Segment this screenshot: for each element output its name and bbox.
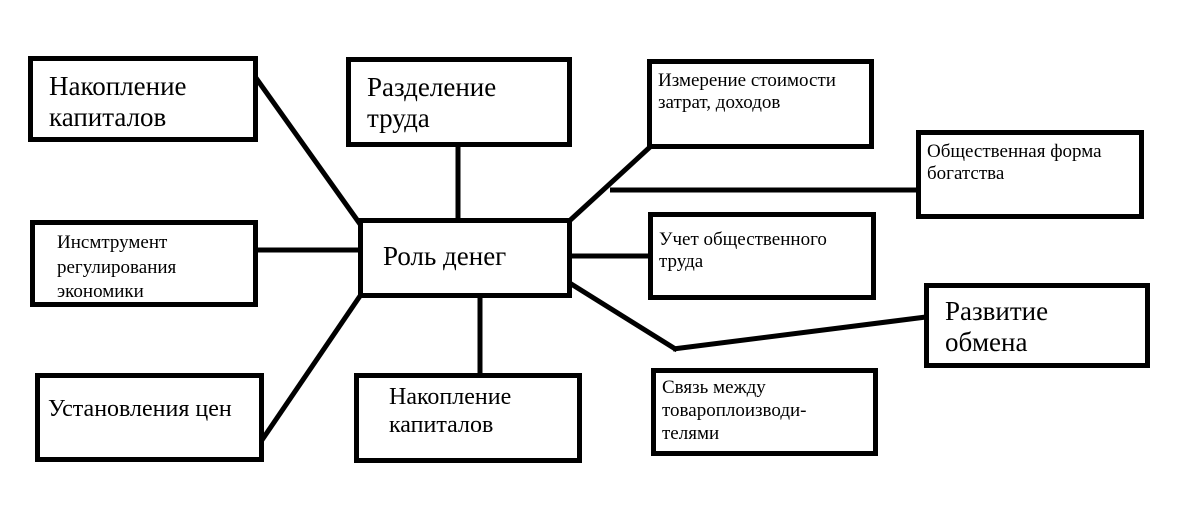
node-regulation: Инсмтрумент регулирования экономики [30, 220, 258, 307]
node-text: труда [367, 103, 430, 134]
node-accumulation-top: Накопление капиталов [28, 56, 258, 142]
node-labor-accounting: Учет общественного труда [648, 212, 876, 300]
node-text: Накопление [49, 71, 187, 101]
node-text: Накопление [389, 384, 512, 410]
node-text: обмена [945, 327, 1028, 358]
node-producers-link: Связь между товароплоизводи- телями [651, 368, 878, 456]
connector-measurement [564, 145, 652, 226]
connector-pricing [259, 294, 363, 442]
node-wealth-form: Общественная форма богатства [916, 130, 1144, 219]
node-text: телями [662, 422, 720, 444]
connector-accumulation-top [253, 76, 363, 226]
node-text: регулирования [57, 256, 177, 278]
node-text: затрат, доходов [658, 91, 781, 113]
node-text: Связь между [662, 377, 766, 398]
node-text: капиталов [389, 411, 494, 438]
node-text: Измерение стоимости [658, 70, 836, 91]
node-text: богатства [927, 162, 1005, 184]
node-text: Учет общественного [659, 229, 827, 250]
node-division-labor: Разделение труда [346, 57, 572, 147]
node-center-role-of-money: Роль денег [358, 218, 572, 298]
node-measurement: Измерение стоимости затрат, доходов [647, 59, 874, 149]
node-pricing: Установления цен [35, 373, 264, 462]
connector-exchange [672, 314, 927, 352]
node-exchange: Развитие обмена [924, 283, 1150, 368]
node-text: Установления цен [48, 396, 232, 422]
connector-producers-link [566, 279, 679, 353]
center-label: Роль денег [383, 241, 507, 271]
node-text: Общественная форма [927, 141, 1102, 162]
node-text: экономики [57, 281, 144, 303]
node-text: товароплоизводи- [662, 399, 807, 421]
node-text: капиталов [49, 102, 167, 133]
node-text: труда [659, 250, 704, 272]
node-text: Развитие [945, 296, 1049, 326]
node-text: Инсмтрумент [57, 232, 168, 253]
node-accumulation-bottom: Накопление капиталов [354, 373, 582, 463]
node-text: Разделение [367, 72, 497, 102]
